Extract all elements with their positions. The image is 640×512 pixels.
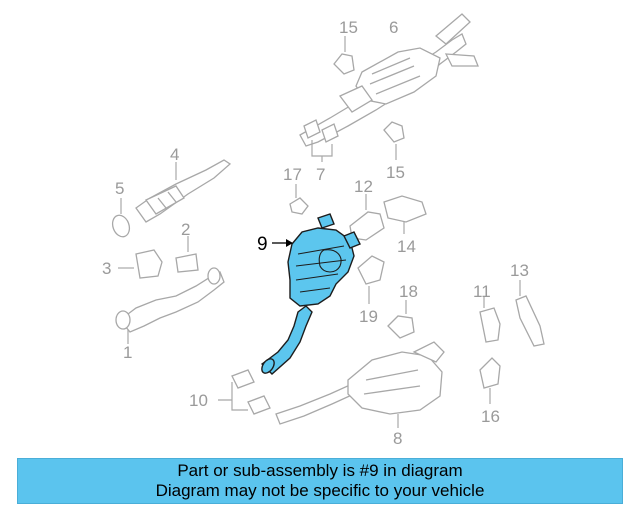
callout-19: 19 [359, 307, 378, 326]
part-9-muffler-assembly[interactable] [259, 213, 361, 375]
callout-13: 13 [510, 261, 529, 280]
part-9-leader-arrow [272, 239, 293, 247]
callout-7: 7 [316, 165, 325, 184]
callout-4: 4 [170, 145, 179, 164]
part-2-bracket[interactable] [175, 236, 199, 273]
callout-8: 8 [393, 429, 402, 448]
callout-10: 10 [189, 391, 208, 410]
info-banner: Part or sub-assembly is #9 in diagram Di… [17, 458, 623, 504]
callout-12: 12 [354, 177, 373, 196]
callout-6: 6 [389, 18, 398, 37]
part-1-down-pipe[interactable] [115, 267, 225, 344]
part-7-clamps[interactable] [303, 119, 339, 162]
callout-9: 9 [257, 234, 268, 255]
part-5-gasket[interactable] [110, 198, 133, 239]
part-14-heat-shield[interactable] [383, 195, 427, 234]
callout-15-upper: 15 [339, 18, 358, 37]
part-8-rear-muffler[interactable] [275, 341, 445, 428]
part-4-catalytic-converter[interactable] [135, 159, 232, 223]
part-17-bracket[interactable] [289, 184, 309, 215]
part-18-hanger[interactable] [387, 300, 415, 339]
callout-15-lower: 15 [386, 163, 405, 182]
callout-2: 2 [181, 220, 190, 239]
part-3-mount[interactable] [118, 249, 163, 279]
part-10-clamps[interactable] [218, 369, 271, 415]
part-15-hanger-upper[interactable] [333, 36, 355, 75]
callout-3: 3 [102, 259, 111, 278]
part-13-strap[interactable] [515, 280, 545, 347]
callout-17: 17 [283, 165, 302, 184]
part-6-front-pipe-assembly[interactable] [299, 13, 479, 147]
callout-5: 5 [115, 179, 124, 198]
callout-1: 1 [123, 343, 132, 362]
banner-line-2: Diagram may not be specific to your vehi… [155, 481, 485, 500]
part-11-mount[interactable] [479, 296, 501, 343]
part-15-hanger-lower[interactable] [383, 121, 405, 160]
exhaust-parts-diagram: 15 6 4 15 5 17 7 12 2 9 14 3 13 11 18 19… [102, 13, 545, 448]
callout-14: 14 [397, 237, 416, 256]
banner-line-1: Part or sub-assembly is #9 in diagram [177, 461, 463, 480]
callout-18: 18 [399, 282, 418, 301]
callout-11: 11 [473, 282, 491, 301]
part-19-hanger[interactable] [357, 255, 385, 304]
callout-16: 16 [481, 407, 500, 426]
part-16-hanger[interactable] [479, 357, 501, 404]
